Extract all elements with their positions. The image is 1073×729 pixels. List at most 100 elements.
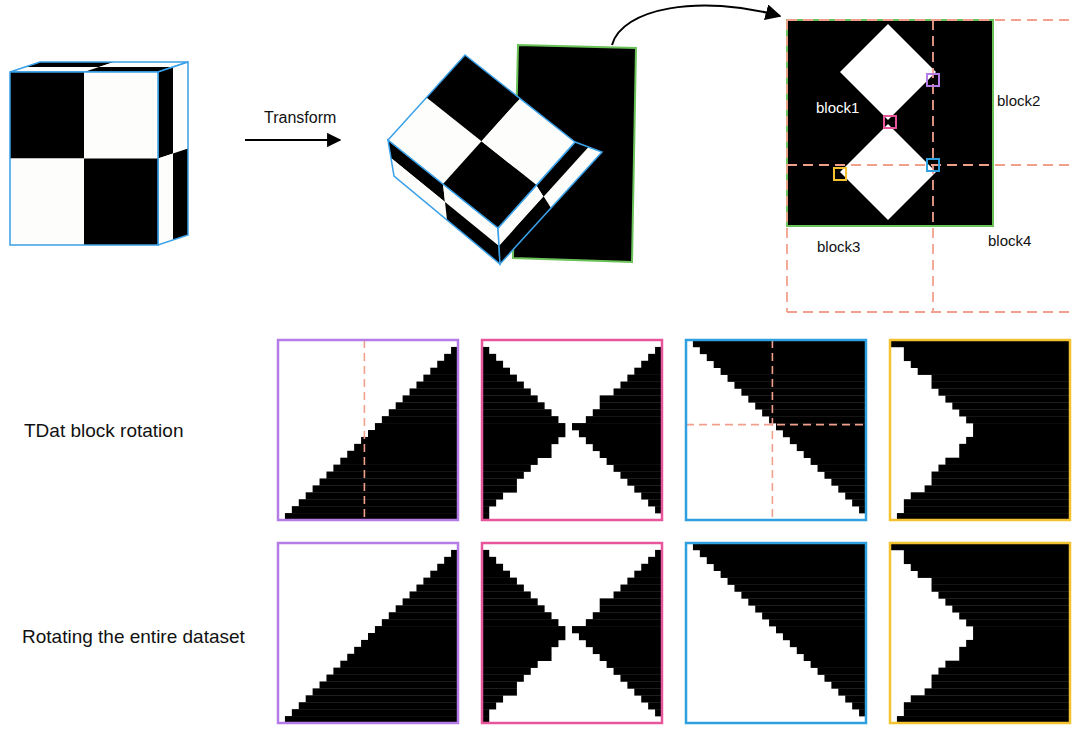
pixel-run [620, 382, 662, 389]
panel-frame [890, 340, 1070, 520]
pixel-panel [686, 340, 866, 520]
pixel-run [340, 458, 458, 465]
block-label: block2 [997, 92, 1040, 109]
pixel-run [904, 347, 1070, 354]
pixel-run [482, 402, 545, 409]
pixel-run [627, 375, 662, 382]
checker-cell [84, 159, 158, 246]
pixel-run [410, 591, 459, 598]
pixel-run [482, 578, 517, 585]
pixel-run [648, 702, 662, 709]
pixel-run [804, 451, 867, 458]
pixel-run [482, 409, 552, 416]
pixel-run [938, 388, 1070, 395]
pixel-run [755, 605, 866, 612]
pixel-run [904, 354, 1070, 361]
pixel-run [416, 382, 458, 389]
pixel-run [482, 695, 503, 702]
pixel-run [952, 605, 1070, 612]
pixel-panel [482, 340, 662, 520]
pixel-run [403, 395, 459, 402]
cube-edge [10, 72, 158, 245]
pixel-run [482, 668, 531, 675]
pixel-run [382, 619, 458, 626]
pixel-run [416, 585, 458, 592]
pixel-run [838, 688, 866, 695]
pixel-run [734, 585, 866, 592]
pixel-run [945, 661, 1070, 668]
pixel-run [410, 388, 459, 395]
pixel-run [600, 395, 663, 402]
pixel-run [600, 598, 663, 605]
pixel-run [620, 585, 662, 592]
pixel-run [482, 681, 517, 688]
pixel-run [831, 681, 866, 688]
pixel-run [299, 499, 459, 506]
pixel-run [306, 492, 459, 499]
pixel-run [482, 423, 565, 430]
cube-edge [158, 62, 188, 245]
pixel-run [340, 661, 458, 668]
pixel-run [634, 571, 662, 578]
pixel-run [375, 423, 458, 430]
pixel-run [586, 437, 662, 444]
pixel-run [728, 578, 867, 585]
pixel-run [904, 550, 1070, 557]
panel-frame [278, 543, 458, 723]
pixel-run [938, 465, 1070, 472]
pixel-run [586, 640, 662, 647]
pixel-run [938, 668, 1070, 675]
pixel-run [482, 416, 558, 423]
pixel-run [482, 478, 517, 485]
pixel-run [959, 444, 1070, 451]
pixel-run [444, 354, 458, 361]
pixel-run [641, 361, 662, 368]
pixel-run [959, 654, 1070, 661]
cube-faces [10, 55, 602, 264]
pixel-run [932, 472, 1071, 479]
pixel-run [437, 564, 458, 571]
pixel-run [593, 444, 663, 451]
checker-cell [84, 72, 158, 159]
panel-frame [686, 340, 866, 520]
pixel-run [707, 557, 867, 564]
pixel-run [973, 423, 1070, 430]
checker-cell [482, 99, 576, 186]
pixel-run [741, 591, 866, 598]
pixel-run [627, 478, 662, 485]
pixel-run [932, 375, 1071, 382]
pixel-run [482, 451, 552, 458]
pixel-run [648, 354, 662, 361]
block-label: block1 [816, 99, 859, 116]
pixel-run [482, 688, 517, 695]
pixel-run [306, 695, 459, 702]
pixel-run [482, 640, 558, 647]
pixel-run [482, 654, 552, 661]
checker-cell [10, 159, 84, 246]
pixel-run [797, 444, 867, 451]
pixel-run [932, 675, 1071, 682]
pixel-run [845, 695, 866, 702]
pixel-run [959, 451, 1070, 458]
pixel-run [482, 633, 565, 640]
pixel-run [966, 619, 1070, 626]
pixel-run [911, 492, 1071, 499]
pixel-run [396, 605, 459, 612]
pixel-run [932, 681, 1071, 688]
pixel-run [586, 416, 662, 423]
pixel-run [354, 444, 458, 451]
pixel-run [700, 347, 866, 354]
pixel-run [482, 702, 496, 709]
pixel-run [482, 375, 517, 382]
pixel-run [783, 430, 866, 437]
pixel-run [482, 499, 496, 506]
pixel-run [313, 485, 459, 492]
block-label: block4 [988, 232, 1031, 249]
pixel-run [572, 626, 662, 633]
pixel-run [804, 654, 867, 661]
cube-edge [388, 55, 575, 228]
panel-frame [482, 543, 662, 723]
pixel-run [361, 437, 458, 444]
pixel-run [959, 409, 1070, 416]
pixel-run [579, 430, 662, 437]
